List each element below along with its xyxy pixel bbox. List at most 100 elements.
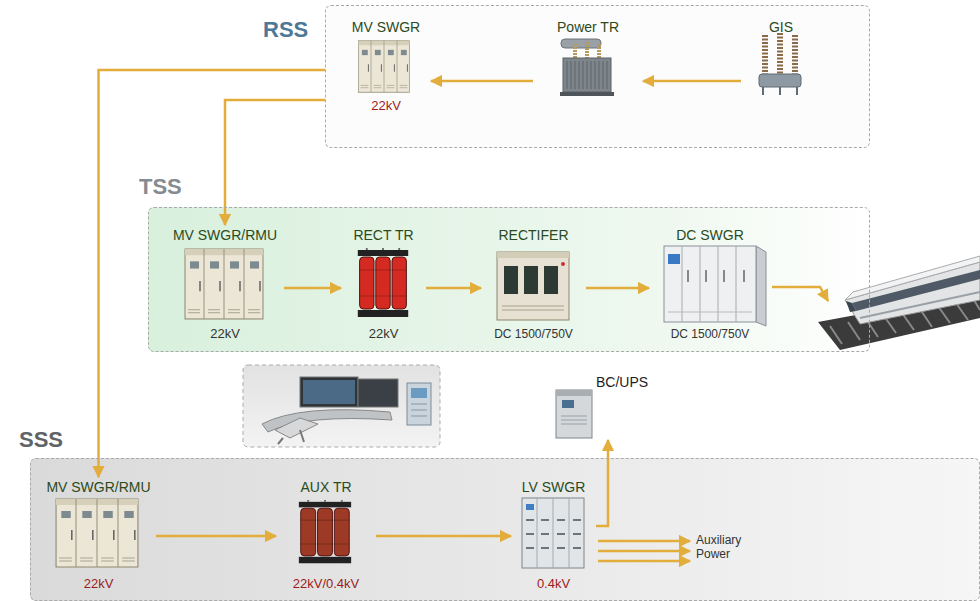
equipment-node: DC SWGR DC 1500/750V: [649, 225, 771, 343]
voltage-rating: 22kV: [210, 326, 240, 342]
rectifier-cabinet: [497, 252, 569, 320]
illustration-part: [668, 312, 752, 313]
station-panel: TSSMV SWGR/RMU22kVRECT TR22kVRECTIFERDC …: [148, 207, 870, 352]
equipment-node: RECTIFER DC 1500/750V: [481, 225, 586, 343]
equipment-label: MV SWGR/RMU: [173, 227, 277, 244]
equipment-label: BC/UPS: [596, 374, 648, 391]
illustration-part: [688, 270, 744, 282]
voltage-rating: DC 1500/750V: [671, 326, 750, 342]
illustration-part: [682, 246, 736, 322]
illustration-part: [860, 292, 980, 318]
illustration-part: [502, 306, 564, 310]
illustration-part: [185, 249, 263, 319]
feed-arrow: [376, 535, 511, 538]
illustration-part: [497, 252, 569, 258]
illustration-part: [598, 550, 690, 553]
lv-switchgear: [522, 498, 584, 568]
voltage-rating: 22kV: [369, 326, 399, 342]
station-title: SSS: [19, 428, 63, 452]
equipment-node: MV SWGR/RMU 22kV: [166, 225, 284, 343]
voltage-rating: 22kV: [371, 98, 401, 114]
station-panel: SSSMV SWGR/RMU22kVAUX TR22kV/0.4kVLV SWG…: [30, 458, 980, 601]
illustration-part: [526, 520, 581, 548]
feed-arrow: [586, 287, 649, 290]
station-title: TSS: [139, 175, 182, 199]
illustration-part: [300, 377, 358, 407]
voltage-rating: DC 1500/750V: [494, 326, 573, 342]
illustration-part: [358, 379, 398, 407]
voltage-rating: 0.4kV: [537, 576, 570, 592]
illustration-part: [275, 418, 318, 438]
equipment-label: GIS: [769, 19, 793, 36]
illustration-part: [504, 266, 518, 294]
illustration-part: [544, 266, 558, 294]
scada-panel: [243, 365, 440, 447]
feed-arrow: [99, 70, 326, 477]
illustration-part: [556, 390, 592, 396]
feed-arrow: [284, 287, 341, 290]
equipment-label: DC SWGR: [676, 227, 744, 244]
power-transformer-icon: [560, 39, 614, 96]
illustration-part: [325, 5, 870, 148]
equipment-node: AUX TR 22kV/0.4kV: [276, 477, 376, 593]
illustration-part: [556, 390, 592, 438]
illustration-part: [756, 246, 766, 326]
equipment-label: RECT TR: [353, 227, 413, 244]
train-illustration: [818, 256, 980, 350]
equipment-node: LV SWGR 0.4kV: [511, 477, 596, 593]
illustration-part: [561, 416, 587, 424]
equipment-label: LV SWGR: [522, 479, 586, 496]
illustration-part: [562, 400, 574, 408]
illustration-part: [846, 301, 856, 312]
output-label: Auxiliary Power: [696, 533, 758, 561]
illustration-part: [598, 560, 690, 563]
equipment-label: Power TR: [557, 19, 619, 36]
voltage-rating: 22kV/0.4kV: [293, 576, 360, 592]
illustration-part: [278, 430, 304, 444]
feed-arrow: [643, 80, 741, 83]
feeder-arrows: [598, 287, 828, 561]
illustration-part: [524, 266, 538, 294]
illustration-part: [407, 383, 431, 425]
illustration-part: [30, 458, 980, 601]
equipment-node: GIS: [741, 17, 821, 99]
panel-fills: [30, 5, 980, 601]
illustration-part: [497, 252, 569, 320]
illustration-part: [561, 262, 565, 266]
illustration-part: [598, 540, 690, 543]
illustration-part: [664, 246, 756, 322]
illustration-part: [56, 499, 138, 567]
illustration-part: [411, 388, 427, 398]
equipment-node: RECT TR 22kV: [341, 225, 426, 343]
feed-arrow: [431, 80, 533, 83]
illustration-part: [668, 254, 680, 264]
feed-arrow: [156, 535, 276, 538]
illustration-part: [772, 287, 828, 301]
equipment-label: AUX TR: [300, 479, 351, 496]
ups-cabinet: [556, 390, 592, 438]
station-panel: RSSMV SWGR22kVPower TRGIS: [325, 5, 870, 148]
voltage-rating: 22kV: [84, 576, 114, 592]
illustration-part: [526, 504, 534, 510]
illustration-part: [411, 404, 427, 416]
feed-arrow: [596, 440, 608, 526]
equipment-label: MV SWGR: [352, 19, 420, 36]
dc-switchgear: [664, 246, 766, 326]
equipment-label: RECTIFER: [499, 227, 569, 244]
equipment-label: MV SWGR/RMU: [46, 479, 150, 496]
rectifier-transformer-icon: [358, 248, 408, 317]
station-title: RSS: [263, 18, 308, 42]
ups-node: BC/UPS: [548, 372, 660, 440]
illustration-part: [522, 498, 584, 568]
gis-icon: [759, 33, 801, 95]
equipment-node: MV SWGR 22kV: [341, 17, 431, 115]
aux-transformer-icon: [299, 500, 351, 563]
illustration-part: [303, 380, 355, 404]
illustration-part: [148, 207, 870, 352]
illustration-part: [359, 41, 410, 92]
illustration-part: [243, 365, 440, 447]
feed-arrow: [426, 287, 481, 290]
